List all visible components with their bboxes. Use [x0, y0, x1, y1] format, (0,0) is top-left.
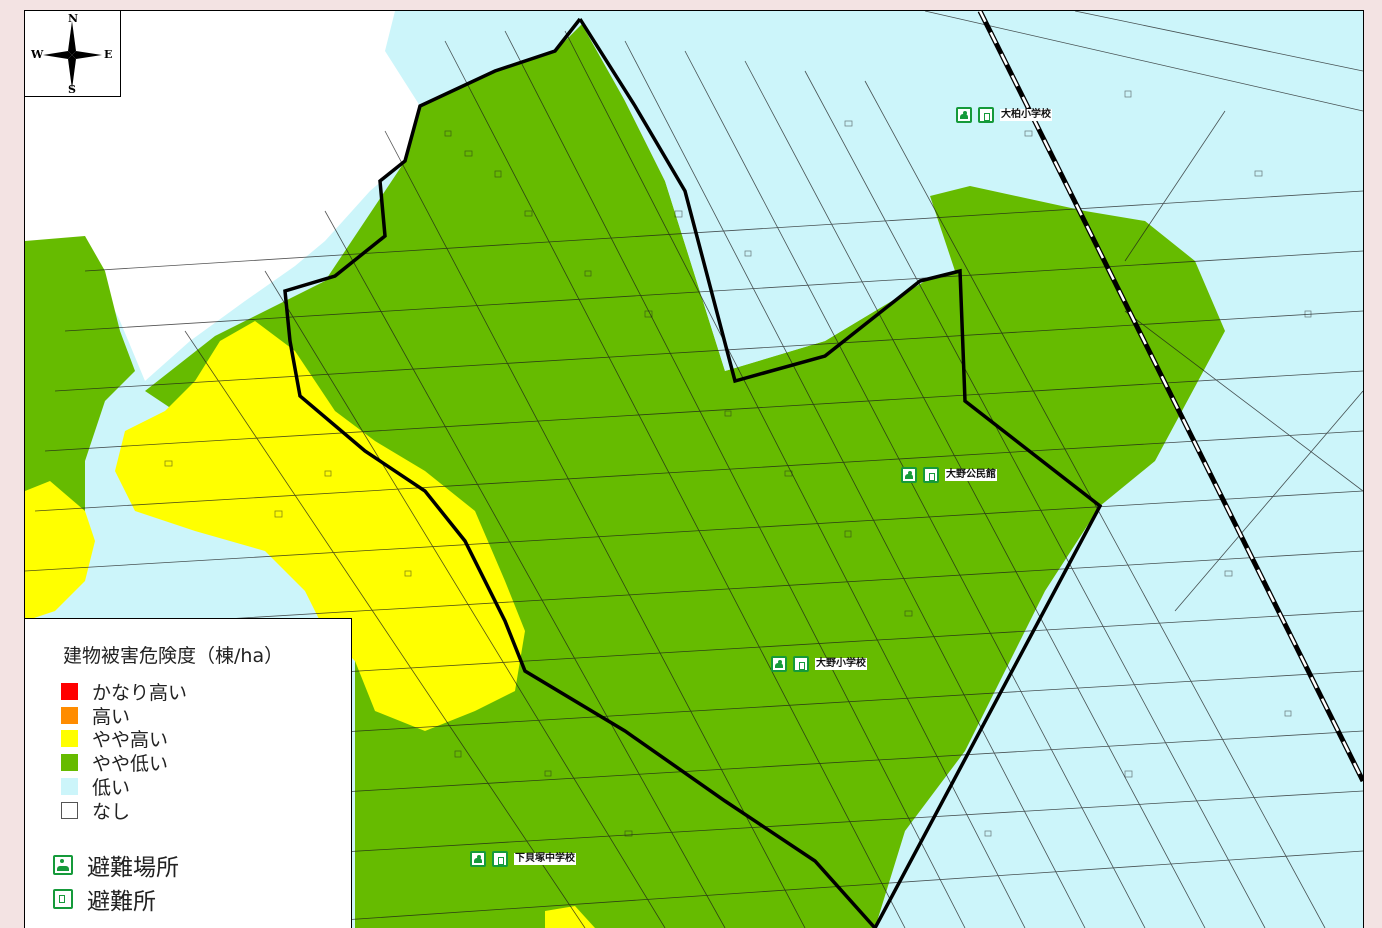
legend-symbol-evacuation-site: 避難場所 — [53, 851, 179, 881]
legend-item-slightly-low: やや低い — [61, 751, 169, 775]
railway — [977, 11, 1363, 783]
legend-symbol-label: 避難場所 — [87, 855, 179, 881]
facility-oono-shogakko[interactable]: 大野小学校 — [771, 656, 867, 672]
compass-icon — [43, 21, 102, 89]
compass-east-label: E — [104, 48, 113, 61]
hazard-map[interactable]: N S E W 大柏小学校 大野公民館 大野小学校 下貝塚中学校 建物被害危険度… — [24, 10, 1364, 928]
facility-label: 下貝塚中学校 — [514, 853, 576, 865]
zone-slightly-high-south — [545, 906, 595, 928]
evacuation-site-icon — [53, 855, 73, 875]
evacuation-site-icon — [901, 467, 917, 483]
zone-slightly-high-west — [25, 481, 95, 621]
zone-slightly-high-main — [115, 321, 525, 731]
street-grid — [25, 11, 1363, 928]
legend-label: なし — [92, 800, 131, 823]
legend-item-high: 高い — [61, 704, 131, 728]
legend-symbol-label: 避難所 — [87, 889, 156, 915]
buildings — [164, 90, 1312, 837]
facility-label: 大柏小学校 — [1000, 109, 1052, 121]
facility-shimokaizuka[interactable]: 下貝塚中学校 — [470, 851, 576, 867]
facility-label: 大野小学校 — [815, 658, 867, 670]
evacuation-site-icon — [956, 107, 972, 123]
legend-swatch — [61, 777, 78, 795]
compass-rose: N S E W — [25, 11, 121, 97]
legend-label: かなり高い — [92, 681, 188, 704]
legend-symbol-evacuation-shelter: 避難所 — [53, 885, 156, 915]
legend-title: 建物被害危険度（棟/ha） — [63, 645, 284, 667]
facility-oono-kominkan[interactable]: 大野公民館 — [901, 467, 997, 483]
legend-label: 低い — [92, 776, 131, 799]
evacuation-site-icon — [771, 656, 787, 672]
legend-swatch — [61, 729, 78, 747]
district-boundary — [283, 17, 1103, 928]
legend-label: やや低い — [92, 752, 169, 775]
legend-swatch — [61, 706, 78, 724]
legend-label: やや高い — [92, 728, 169, 751]
evacuation-shelter-icon — [978, 107, 994, 123]
evacuation-shelter-icon — [923, 467, 939, 483]
facility-ookashiwa[interactable]: 大柏小学校 — [956, 107, 1052, 123]
zone-none — [25, 11, 420, 381]
legend-item-slightly-high: やや高い — [61, 727, 169, 751]
evacuation-site-icon — [470, 851, 486, 867]
compass-west-label: W — [31, 48, 44, 61]
legend-label: 高い — [92, 705, 131, 728]
evacuation-shelter-icon — [793, 656, 809, 672]
evacuation-shelter-icon — [492, 851, 508, 867]
legend-item-none: なし — [61, 799, 131, 823]
facility-label: 大野公民館 — [945, 469, 997, 481]
evacuation-shelter-icon — [53, 889, 73, 909]
legend-item-very-high: かなり高い — [61, 680, 188, 704]
legend-swatch — [61, 682, 78, 700]
compass-north-label: N — [68, 12, 79, 25]
legend-swatch — [61, 753, 78, 771]
legend-item-low: 低い — [61, 775, 131, 799]
compass-south-label: S — [68, 83, 76, 96]
legend-swatch — [61, 801, 78, 819]
map-legend: 建物被害危険度（棟/ha） かなり高い 高い やや高い やや低い 低い なし 避… — [25, 618, 352, 928]
